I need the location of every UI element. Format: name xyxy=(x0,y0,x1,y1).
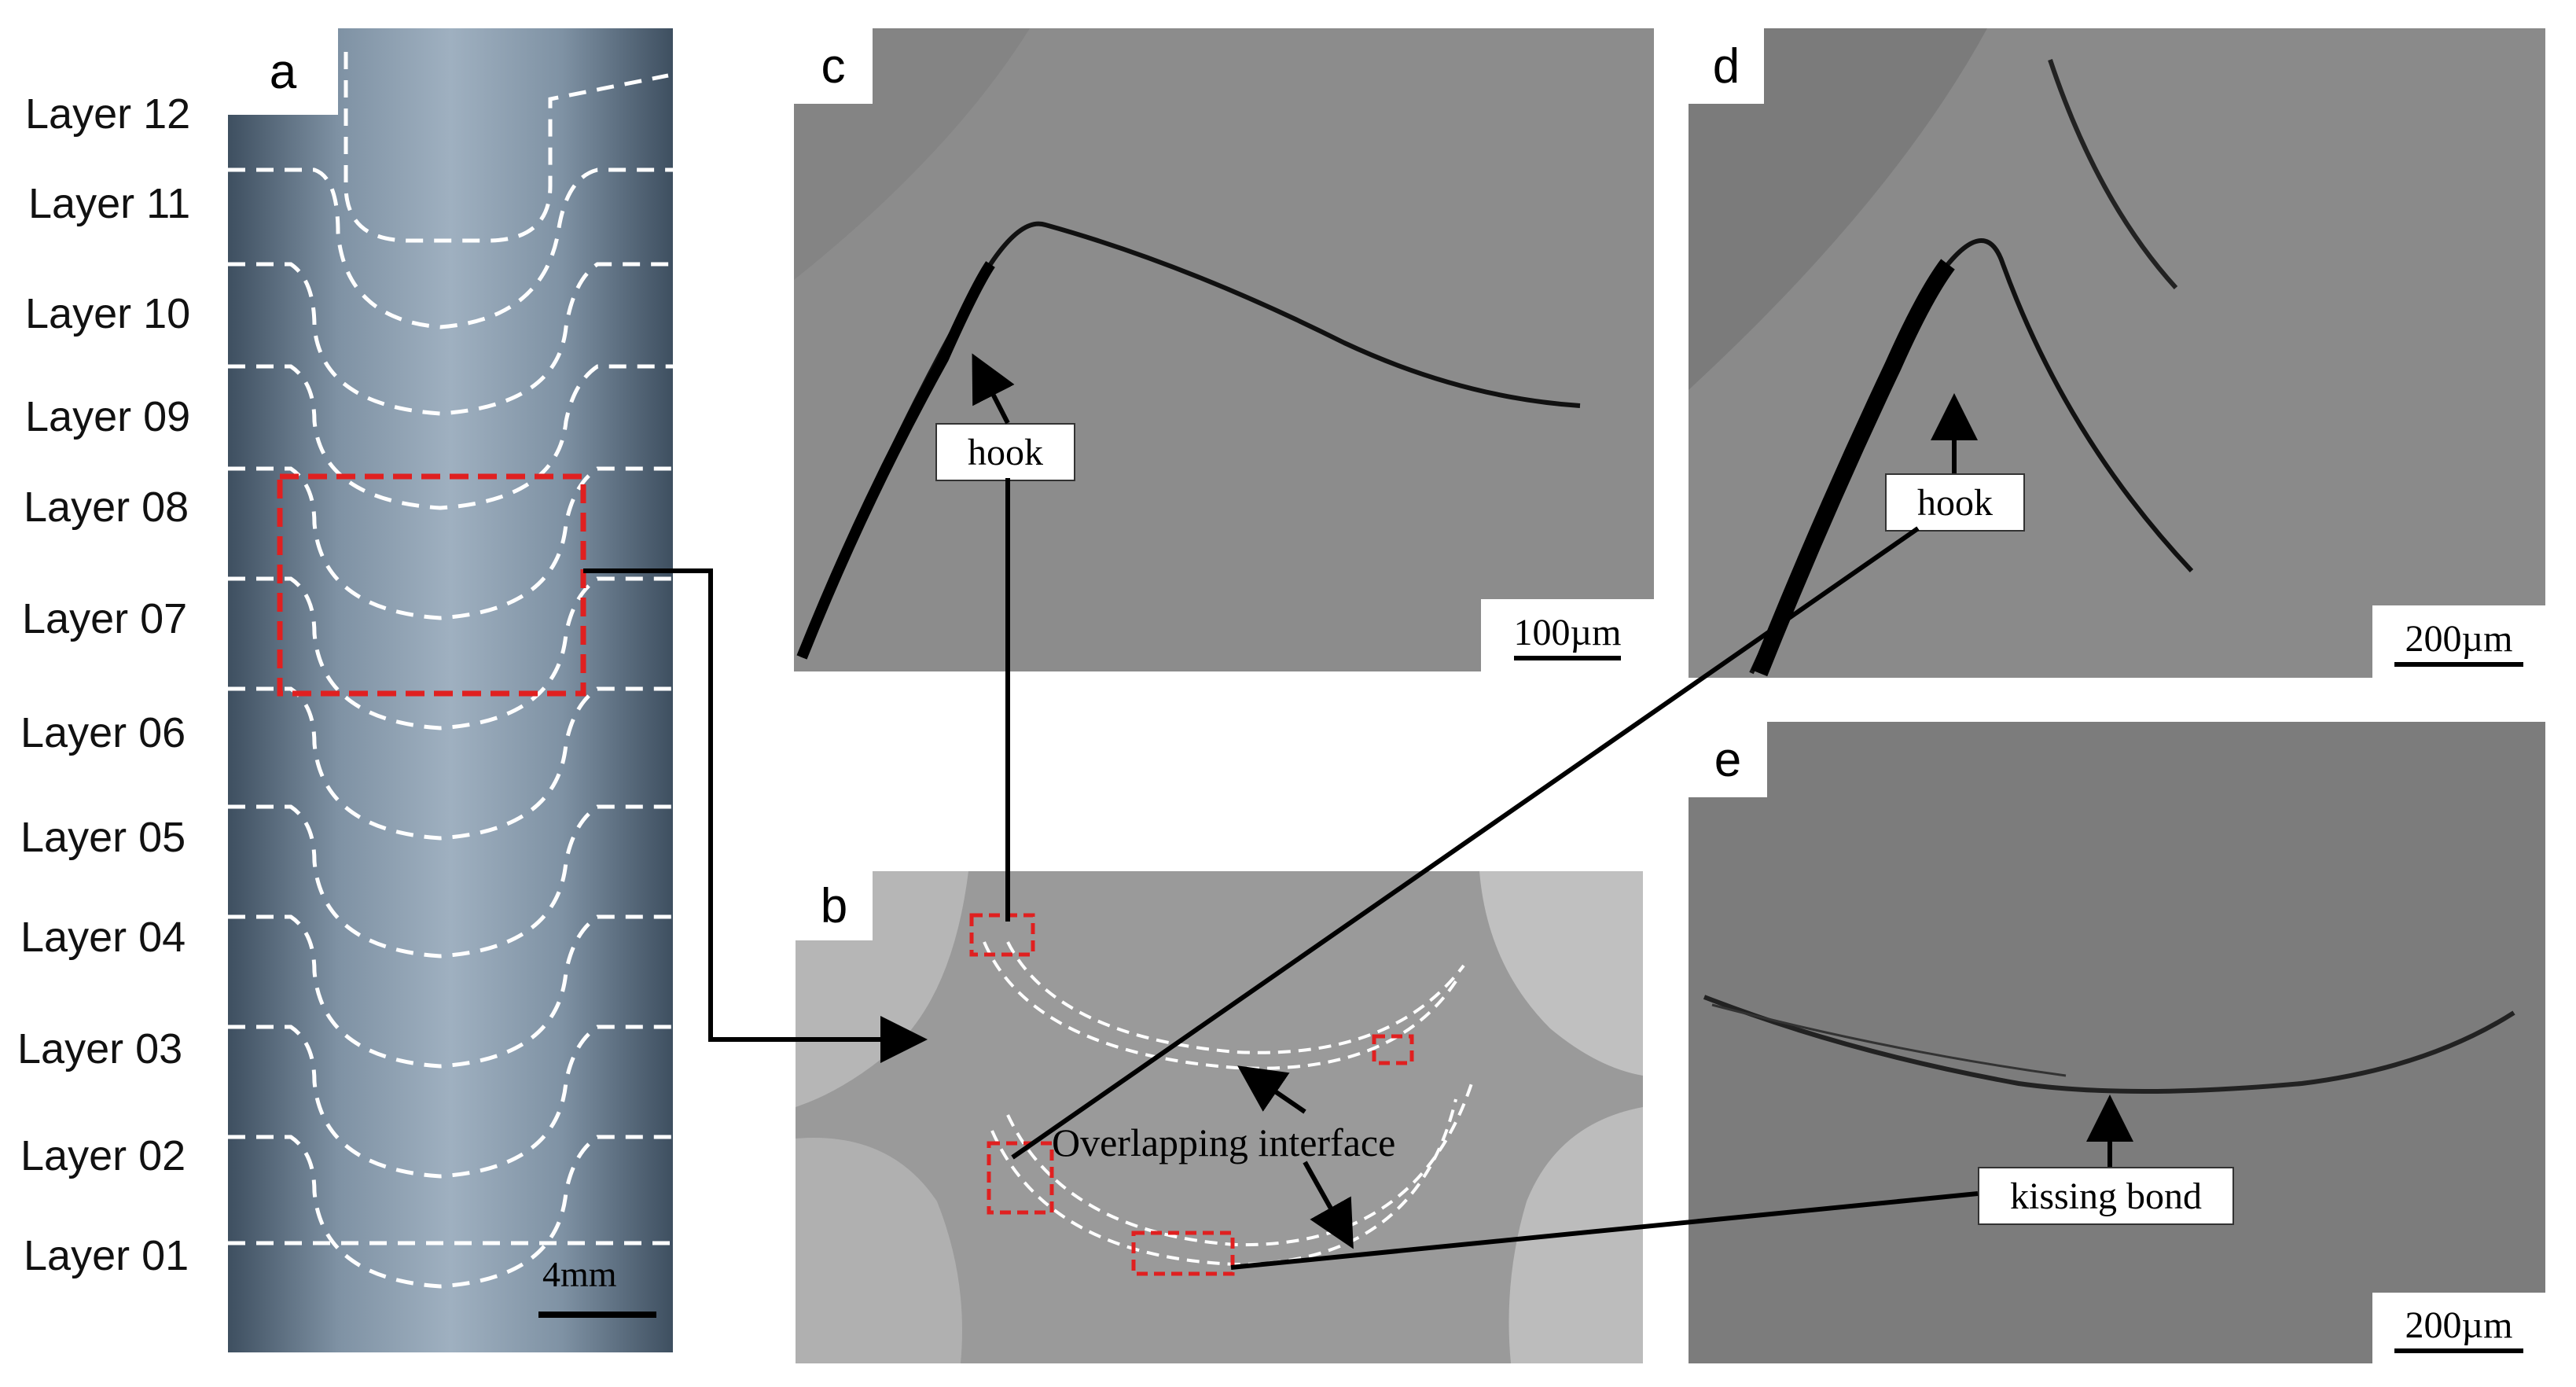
layer-label-09: Layer 09 xyxy=(25,393,191,440)
panel-d-micrograph: d hook 200µm xyxy=(1689,28,2545,678)
panel-d-hook-callout: hook xyxy=(1885,473,2025,532)
panel-c-scale-bar xyxy=(1514,655,1621,660)
panel-d-scale-bar xyxy=(2394,661,2523,667)
panel-e-image xyxy=(1689,722,2545,1363)
layer-label-11: Layer 11 xyxy=(28,180,191,227)
panel-e-scale: 200µm xyxy=(2372,1293,2545,1363)
panel-c-micrograph: c hook 100µm xyxy=(794,28,1654,671)
panel-e-scale-bar xyxy=(2394,1348,2523,1353)
panel-e-scale-label: 200µm xyxy=(2405,1304,2513,1346)
layer-label-04: Layer 04 xyxy=(20,914,186,961)
panel-a-macrograph: a 4mm xyxy=(228,28,673,1352)
layer-label-07: Layer 07 xyxy=(22,595,188,642)
layer-label-01: Layer 01 xyxy=(24,1232,189,1279)
panel-e-micrograph: e kissing bond 200µm xyxy=(1689,722,2545,1363)
panel-b-letter: b xyxy=(796,871,873,940)
layer-label-03: Layer 03 xyxy=(17,1025,183,1072)
layer-label-02: Layer 02 xyxy=(20,1132,186,1179)
panel-d-image xyxy=(1689,28,2545,678)
panel-c-scale: 100µm xyxy=(1481,599,1654,671)
layer-label-10: Layer 10 xyxy=(25,290,191,337)
panel-e-kissing-bond-callout: kissing bond xyxy=(1978,1167,2234,1225)
panel-a-image xyxy=(228,28,673,1352)
panel-d-scale-label: 200µm xyxy=(2405,617,2513,660)
panel-e-letter: e xyxy=(1689,722,1767,797)
panel-b-image xyxy=(796,871,1643,1363)
panel-c-scale-label: 100µm xyxy=(1513,611,1622,653)
layer-label-12: Layer 12 xyxy=(25,90,191,138)
panel-c-hook-callout: hook xyxy=(935,423,1075,481)
panel-b-micrograph: b Overlapping interface xyxy=(796,871,1643,1363)
panel-c-letter: c xyxy=(794,28,873,104)
layer-label-08: Layer 08 xyxy=(24,484,189,531)
panel-a-scale-bar xyxy=(538,1312,656,1318)
layer-label-06: Layer 06 xyxy=(20,709,186,756)
panel-d-letter: d xyxy=(1689,28,1764,104)
panel-a-scale-label: 4mm xyxy=(542,1254,617,1294)
panel-a-letter: a xyxy=(228,28,338,115)
panel-b-annotation: Overlapping interface xyxy=(1052,1120,1396,1164)
layer-label-05: Layer 05 xyxy=(20,814,186,861)
panel-d-scale: 200µm xyxy=(2372,605,2545,678)
panel-c-image xyxy=(794,28,1654,671)
